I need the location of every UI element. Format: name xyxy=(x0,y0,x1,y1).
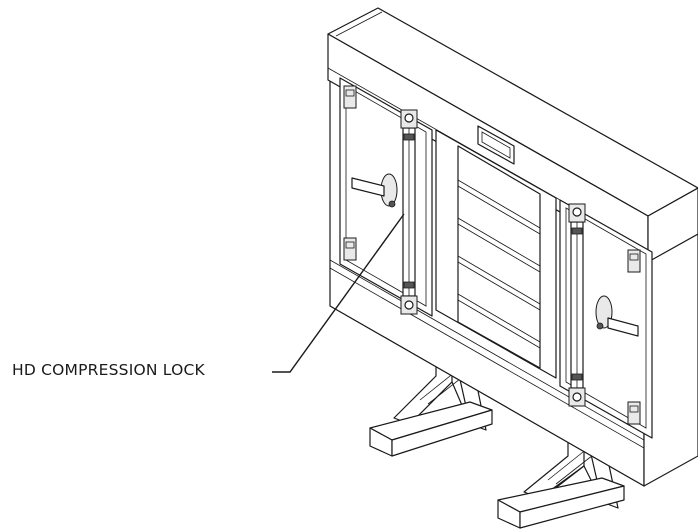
right-door-paddle-handle xyxy=(595,295,639,337)
left-compression-lock xyxy=(400,109,418,315)
callout-leader-line xyxy=(272,213,405,373)
lid-handle xyxy=(477,125,515,165)
left-door-top-hinge xyxy=(343,85,357,109)
left-door-paddle-handle xyxy=(351,173,398,208)
callout-label: HD COMPRESSION LOCK xyxy=(12,361,205,379)
right-door-bottom-hinge xyxy=(627,401,641,425)
left-door-bottom-hinge xyxy=(343,237,357,261)
right-compression-lock xyxy=(568,203,586,407)
center-roll-panel xyxy=(435,129,557,379)
right-door-top-hinge xyxy=(627,249,641,273)
